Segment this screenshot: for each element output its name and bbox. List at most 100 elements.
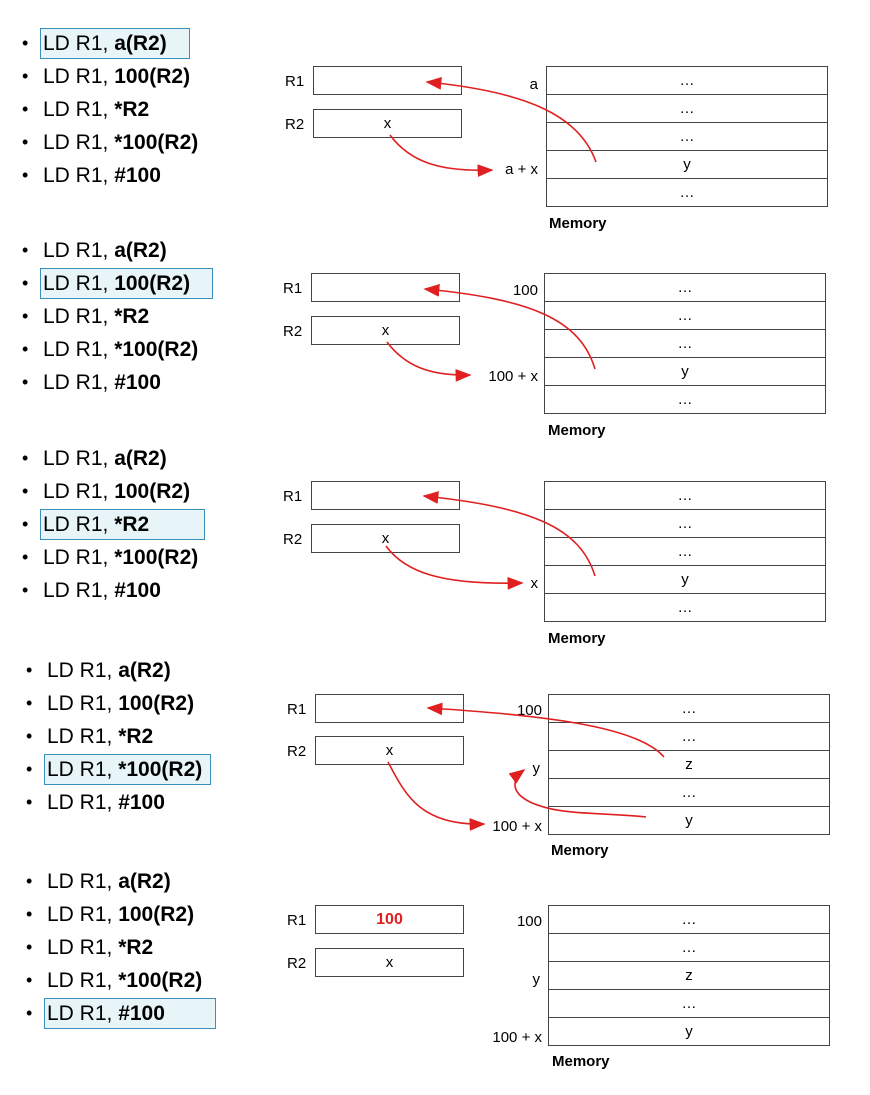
instruction-item: •LD R1, *100(R2): [24, 753, 212, 786]
instruction-list: •LD R1, a(R2) •LD R1, 100(R2) •LD R1, *R…: [20, 442, 206, 607]
instruction-text: LD R1, a(R2): [44, 655, 176, 686]
instruction-item: •LD R1, 100(R2): [20, 475, 205, 508]
r2-register: x: [315, 948, 464, 977]
instruction-prefix: LD R1,: [43, 579, 115, 602]
address-label: 100: [516, 702, 542, 719]
memory-cell: z: [549, 751, 829, 779]
r1-register: 100: [315, 905, 464, 934]
bullet-icon: •: [22, 240, 29, 260]
bullet-icon: •: [22, 547, 29, 567]
instruction-item: • LD R1, *R2: [20, 300, 213, 333]
address-label: y: [532, 760, 541, 777]
bullet-icon: •: [22, 339, 29, 359]
r2-label: R2: [285, 116, 305, 133]
memory-cell: …: [545, 594, 825, 622]
r2-register: x: [315, 736, 464, 765]
instruction-item: •LD R1, *100(R2): [24, 964, 216, 997]
r2-label: R2: [287, 743, 307, 760]
bullet-icon: •: [22, 66, 29, 86]
instruction-prefix: LD R1,: [43, 98, 115, 121]
instruction-text: LD R1, a(R2): [44, 866, 176, 897]
instruction-text: LD R1, 100(R2): [44, 688, 199, 719]
instruction-prefix: LD R1,: [47, 692, 119, 715]
memory-cell: …: [549, 934, 829, 962]
instruction-text: LD R1, *100(R2): [44, 965, 207, 996]
address-label: a: [529, 76, 538, 93]
instruction-operand: 100(R2): [114, 65, 191, 88]
address-arrow: [389, 134, 494, 177]
load-arrow: [426, 702, 665, 758]
address-label: 100: [512, 282, 538, 299]
memory-cell: …: [547, 95, 827, 123]
instruction-text-highlighted: LD R1, *R2: [40, 509, 206, 540]
instruction-text-highlighted: LD R1, #100: [44, 998, 216, 1029]
memory-cell: …: [547, 123, 827, 151]
bullet-icon: •: [22, 306, 29, 326]
address-label: 100 + x: [492, 1029, 542, 1046]
instruction-item: •LD R1, #100: [20, 574, 205, 607]
instruction-item: •LD R1, 100(R2): [20, 267, 214, 300]
memory-cell: …: [545, 330, 825, 358]
instruction-prefix: LD R1,: [47, 791, 119, 814]
instruction-prefix: LD R1,: [43, 239, 115, 262]
instruction-text: LD R1, *R2: [44, 721, 158, 752]
memory-cell: …: [549, 779, 829, 807]
address-arrow: [386, 341, 472, 382]
address-label: 100: [516, 913, 542, 930]
bullet-icon: •: [22, 99, 29, 119]
instruction-item: •LD R1, #100: [24, 997, 216, 1030]
r2-register: x: [313, 109, 462, 138]
memory-cell: …: [547, 67, 827, 95]
instruction-item: •LD R1, 100(R2): [20, 60, 203, 93]
instruction-operand: *R2: [114, 513, 150, 536]
instruction-operand: #100: [114, 371, 161, 394]
load-arrow: [425, 77, 597, 163]
memory-caption: Memory: [552, 1053, 610, 1070]
instruction-operand: *100(R2): [114, 338, 199, 361]
instruction-item: •LD R1, *100(R2): [20, 541, 205, 574]
instruction-operand: *100(R2): [114, 131, 199, 154]
instruction-operand: 100(R2): [114, 480, 191, 503]
memory-cell: z: [549, 962, 829, 990]
instruction-text: LD R1, *R2: [40, 94, 154, 125]
instruction-prefix: LD R1,: [47, 903, 119, 926]
bullet-icon: •: [26, 871, 33, 891]
instruction-item: •LD R1, *100(R2): [20, 126, 203, 159]
instruction-item: •LD R1, #100: [20, 366, 213, 399]
instruction-prefix: LD R1,: [43, 338, 115, 361]
load-arrow: [422, 491, 596, 577]
instruction-text: LD R1, *R2: [40, 301, 154, 332]
instruction-operand: #100: [114, 164, 161, 187]
memory-cell: y: [547, 151, 827, 179]
address-label: a + x: [505, 161, 538, 178]
instruction-text-highlighted: LD R1, 100(R2): [40, 268, 214, 299]
instruction-operand: *R2: [114, 98, 150, 121]
instruction-prefix: LD R1,: [43, 164, 115, 187]
instruction-operand: a(R2): [114, 239, 167, 262]
instruction-text: LD R1, *R2: [44, 932, 158, 963]
instruction-prefix: LD R1,: [47, 936, 119, 959]
r2-register: x: [311, 316, 460, 345]
r1-label: R1: [285, 73, 305, 90]
r1-label: R1: [287, 912, 307, 929]
instruction-operand: #100: [118, 1002, 165, 1025]
r1-label: R1: [283, 488, 303, 505]
r2-label: R2: [283, 323, 303, 340]
bullet-icon: •: [26, 660, 33, 680]
memory-caption: Memory: [548, 422, 606, 439]
instruction-item: •LD R1, *R2: [20, 508, 206, 541]
instruction-operand: a(R2): [118, 659, 171, 682]
bullet-icon: •: [22, 33, 29, 53]
instruction-text: LD R1, #100: [44, 787, 170, 818]
memory-cell: …: [545, 274, 825, 302]
bullet-icon: •: [22, 481, 29, 501]
instruction-operand: *100(R2): [118, 758, 203, 781]
memory-cell: y: [545, 358, 825, 386]
instruction-item: •LD R1, 100(R2): [24, 687, 211, 720]
instruction-operand: *100(R2): [114, 546, 199, 569]
instruction-list: •LD R1, a(R2) •LD R1, 100(R2) •LD R1, *R…: [24, 865, 216, 1030]
instruction-operand: 100(R2): [118, 692, 195, 715]
memory-cell: …: [545, 538, 825, 566]
memory-caption: Memory: [549, 215, 607, 232]
memory-cell: y: [549, 1018, 829, 1046]
